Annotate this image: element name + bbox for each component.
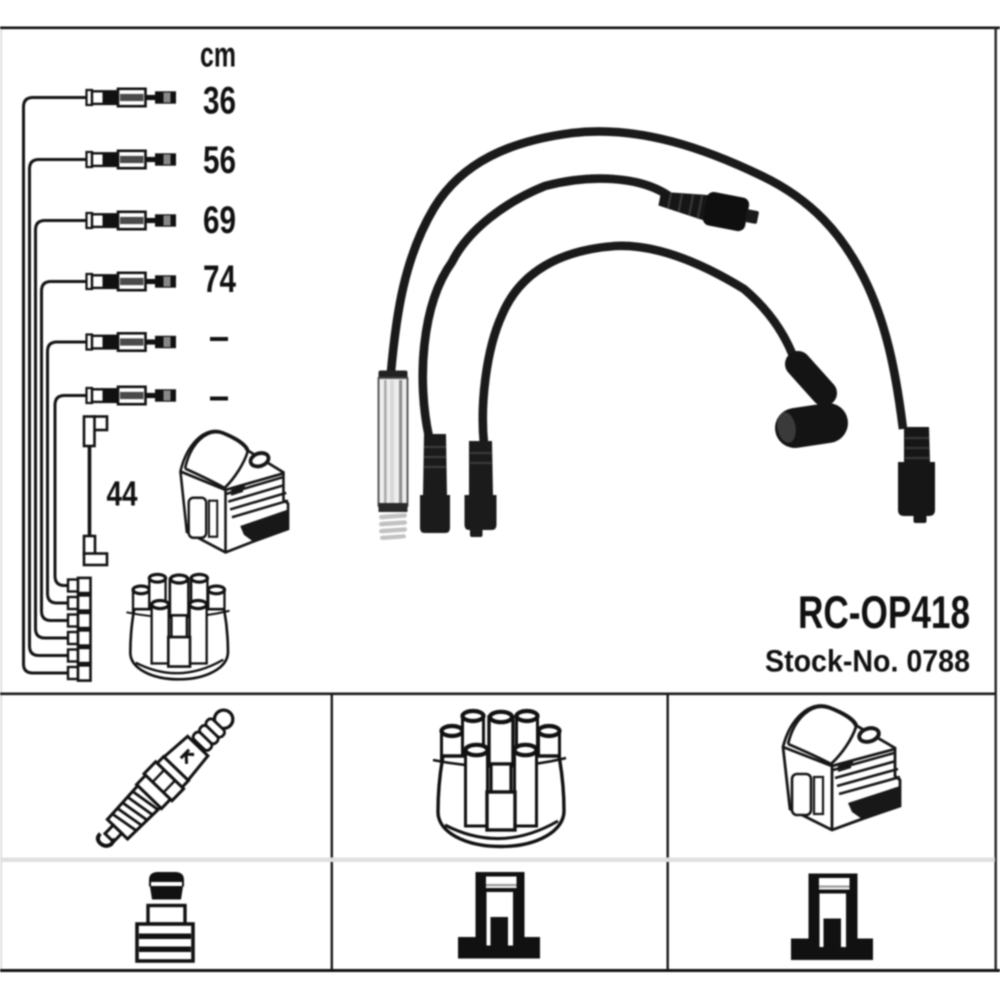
svg-text:69: 69 bbox=[203, 199, 236, 242]
svg-text:74: 74 bbox=[203, 258, 236, 301]
svg-text:36: 36 bbox=[203, 80, 236, 123]
svg-text:Stock-No. 0788: Stock-No. 0788 bbox=[765, 644, 970, 679]
svg-text:RC-OP418: RC-OP418 bbox=[798, 586, 970, 638]
svg-text:cm: cm bbox=[200, 36, 236, 75]
svg-text:44: 44 bbox=[107, 475, 138, 514]
svg-text:56: 56 bbox=[203, 139, 236, 182]
